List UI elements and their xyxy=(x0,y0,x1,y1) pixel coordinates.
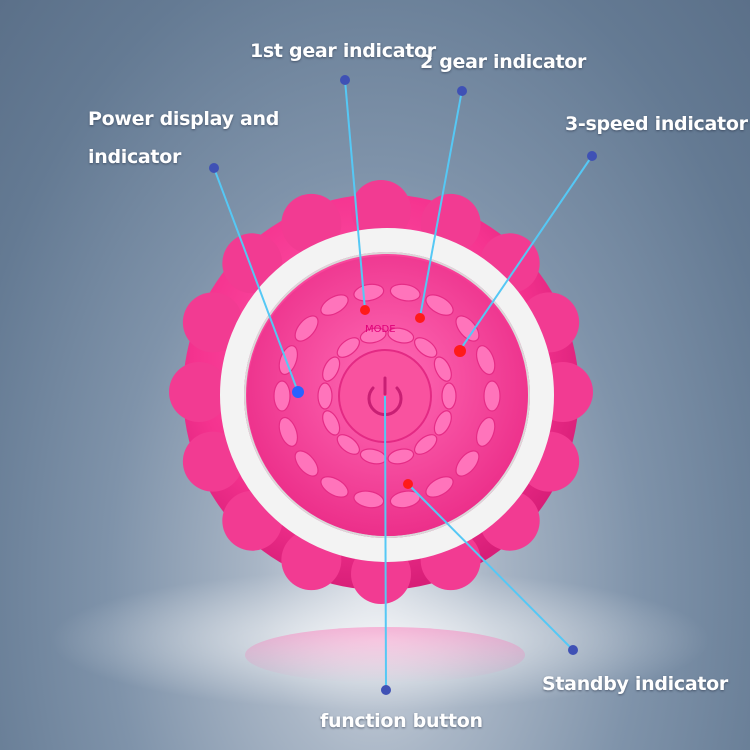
marker-gear2 xyxy=(457,86,467,96)
inner-bump xyxy=(387,448,415,465)
marker-function xyxy=(381,685,391,695)
inner-bump xyxy=(336,337,361,358)
inner-bump xyxy=(322,410,341,436)
outer-bump xyxy=(182,292,243,353)
marker-standby xyxy=(568,645,578,655)
inner-bump xyxy=(387,327,415,344)
leader-speed3 xyxy=(459,155,593,351)
inner-bump xyxy=(433,356,452,382)
leader-gear1 xyxy=(344,79,366,311)
marker-speed3 xyxy=(587,151,597,161)
outer-bump xyxy=(351,180,411,240)
inner-bump xyxy=(425,294,454,316)
leader-standby xyxy=(407,483,574,651)
led-gear1 xyxy=(360,305,370,315)
inner-bump xyxy=(413,434,438,455)
inner-bump xyxy=(425,476,454,498)
inner-bump xyxy=(278,416,299,447)
marker-power xyxy=(209,163,219,173)
label-power-line2: indicator xyxy=(88,146,182,168)
leader-function xyxy=(384,395,387,691)
inner-bump xyxy=(320,476,349,498)
led-speed3 xyxy=(454,345,466,357)
inner-bump xyxy=(413,337,438,358)
led-gear2 xyxy=(415,313,425,323)
inner-bump xyxy=(455,450,480,477)
inner-bump xyxy=(433,410,452,436)
outer-bump xyxy=(182,431,243,492)
led-power xyxy=(292,386,304,398)
outer-bump xyxy=(169,362,229,422)
inner-bump xyxy=(320,294,349,316)
inner-bump xyxy=(475,345,496,376)
inner-bump xyxy=(441,382,457,410)
label-standby: Standby indicator xyxy=(542,673,728,695)
leader-power xyxy=(213,167,299,393)
leader-gear2 xyxy=(419,89,463,318)
label-gear2: 2 gear indicator xyxy=(420,51,587,73)
inner-bump xyxy=(353,490,385,509)
inner-bump xyxy=(475,416,496,447)
mode-text: MODE xyxy=(365,324,396,335)
inner-bump xyxy=(317,382,333,410)
inner-bump xyxy=(353,283,385,302)
label-speed3: 3-speed indicator xyxy=(565,113,748,135)
label-gear1: 1st gear indicator xyxy=(250,40,436,62)
inner-bump xyxy=(273,380,291,412)
white-ring xyxy=(220,228,554,562)
inner-bump xyxy=(455,315,480,342)
led-standby xyxy=(403,479,413,489)
outer-bump xyxy=(222,233,283,294)
inner-bump xyxy=(294,315,319,342)
inner-bump xyxy=(389,283,421,302)
inner-bump xyxy=(483,380,501,412)
label-power-line1: Power display and xyxy=(88,108,280,130)
inner-bump xyxy=(359,327,387,344)
inner-bump xyxy=(294,450,319,477)
label-function: function button xyxy=(320,710,483,732)
inner-bump xyxy=(322,356,341,382)
inner-bump xyxy=(336,434,361,455)
outer-bump xyxy=(281,193,342,254)
marker-gear1 xyxy=(340,75,350,85)
